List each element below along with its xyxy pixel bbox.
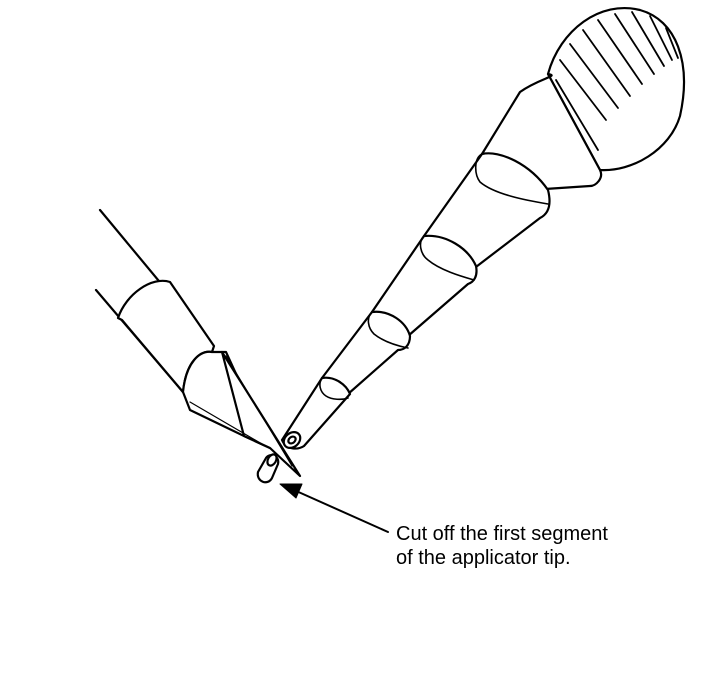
applicator-cap: [546, 7, 685, 172]
utility-knife: [94, 208, 302, 478]
cut-tip-segment: [256, 453, 280, 484]
sealant-applicator: [280, 7, 685, 450]
callout-label: Cut off the first segment of the applica…: [396, 522, 696, 570]
callout-line-1: Cut off the first segment: [396, 523, 608, 545]
callout-line-2: of the applicator tip.: [396, 547, 571, 569]
callout-arrow: [279, 483, 389, 533]
